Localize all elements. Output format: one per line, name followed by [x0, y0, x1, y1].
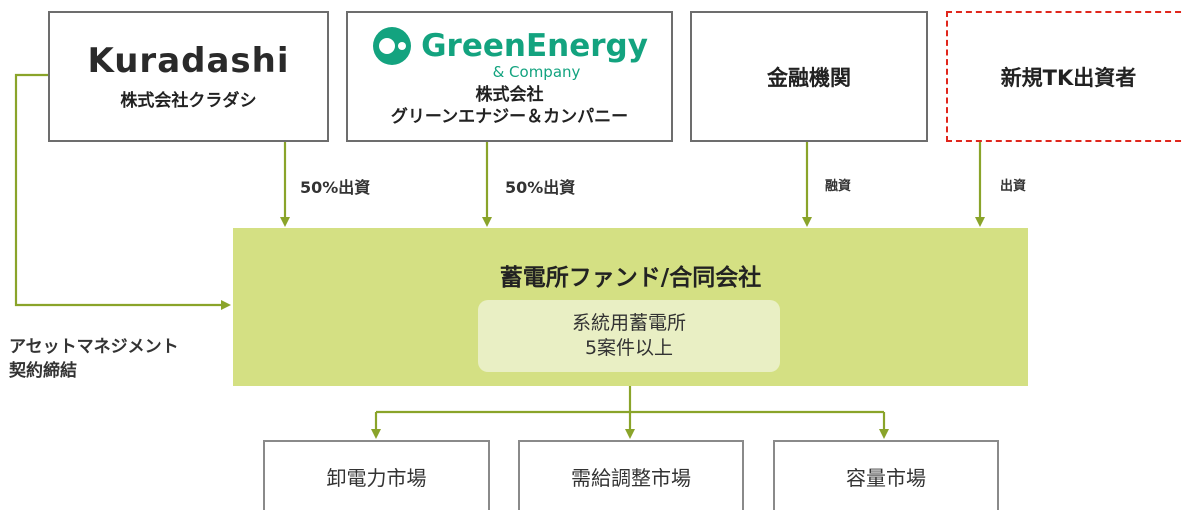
greenenergy-logo-icon: [373, 27, 412, 66]
investor-greenenergy: GreenEnergy & Company 株式会社 グリーンエナジー＆カンパニ…: [346, 11, 673, 142]
arrow-asset-management: [14, 73, 231, 310]
investor-finance: 金融機関: [690, 11, 928, 142]
greenenergy-logo: GreenEnergy: [371, 25, 648, 67]
greenenergy-logo-text: GreenEnergy: [421, 27, 648, 64]
greenenergy-name-line2: グリーンエナジー＆カンパニー: [390, 106, 629, 127]
label-asset-management-1: アセットマネジメント: [9, 337, 179, 357]
label-new-tk-investment: 出資: [1000, 179, 1027, 194]
label-finance-loan: 融資: [825, 179, 852, 194]
fund-box: 蓄電所ファンド/合同会社 系統用蓄電所 5案件以上: [233, 228, 1028, 386]
label-kuradashi-investment: 50%出資: [300, 178, 371, 197]
finance-name: 金融機関: [767, 65, 851, 90]
fund-asset-line2: 5案件以上: [584, 337, 674, 359]
kuradashi-name: 株式会社クラダシ: [120, 90, 257, 111]
investor-kuradashi: Kuradashi 株式会社クラダシ: [48, 11, 329, 142]
market-wholesale: 卸電力市場: [263, 440, 490, 510]
fund-title: 蓄電所ファンド/合同会社: [499, 265, 762, 291]
new-tk-name: 新規TK出資者: [1000, 65, 1137, 90]
label-greenenergy-investment: 50%出資: [505, 178, 576, 197]
market-capacity: 容量市場: [773, 440, 999, 510]
fund-asset-box: 系統用蓄電所 5案件以上: [478, 300, 780, 372]
kuradashi-logo: Kuradashi: [87, 40, 290, 81]
greenenergy-logo-subtext: & Company: [492, 63, 581, 82]
label-asset-management-2: 契約締結: [9, 361, 77, 381]
fund-asset-line1: 系統用蓄電所: [571, 312, 686, 335]
market-balancing: 需給調整市場: [518, 440, 744, 510]
greenenergy-name-line1: 株式会社: [475, 85, 544, 106]
investor-new-tk: 新規TK出資者: [946, 11, 1185, 142]
